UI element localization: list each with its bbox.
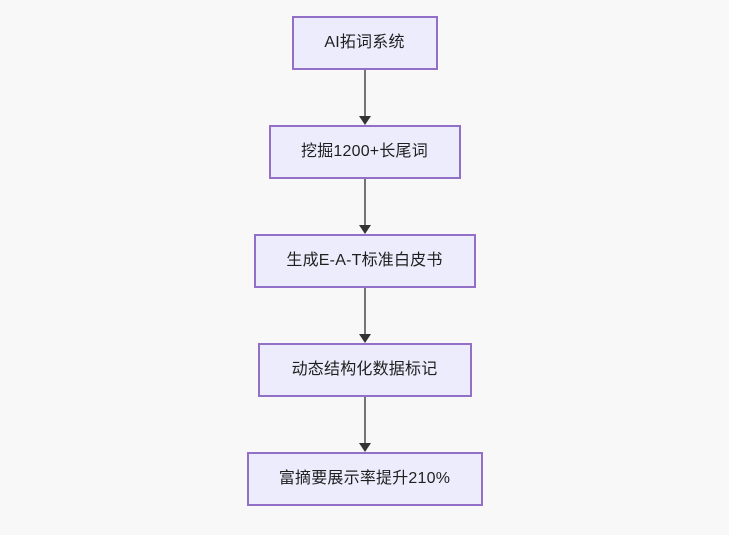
flowchart-node-label: 生成E-A-T标准白皮书 [286, 252, 443, 269]
flowchart-node-mine-longtail-keywords[interactable]: 挖掘1200+长尾词 [268, 125, 461, 179]
flowchart-connector-3 [358, 288, 372, 343]
down-arrow-icon [358, 116, 371, 125]
connector-line [363, 397, 366, 443]
flowchart-connector-1 [358, 70, 372, 125]
connector-line [363, 70, 366, 116]
flowchart-connector-2 [358, 179, 372, 234]
flowchart-node-rich-snippet-impression-lift[interactable]: 富摘要展示率提升210% [246, 452, 483, 506]
flowchart-node-label: AI拓词系统 [324, 34, 405, 51]
down-arrow-icon [358, 225, 371, 234]
flowchart-node-generate-eat-whitepaper[interactable]: 生成E-A-T标准白皮书 [253, 234, 476, 288]
flowchart-node-dynamic-structured-data-markup[interactable]: 动态结构化数据标记 [257, 343, 472, 397]
flowchart-node-label: 动态结构化数据标记 [291, 361, 438, 378]
down-arrow-icon [358, 334, 371, 343]
connector-line [363, 179, 366, 225]
flowchart-node-label: 富摘要展示率提升210% [278, 470, 451, 487]
flowchart-node-ai-keyword-system[interactable]: AI拓词系统 [291, 16, 438, 70]
flowchart-node-label: 挖掘1200+长尾词 [301, 143, 428, 160]
flowchart-connector-4 [358, 397, 372, 452]
down-arrow-icon [358, 443, 371, 452]
connector-line [363, 288, 366, 334]
